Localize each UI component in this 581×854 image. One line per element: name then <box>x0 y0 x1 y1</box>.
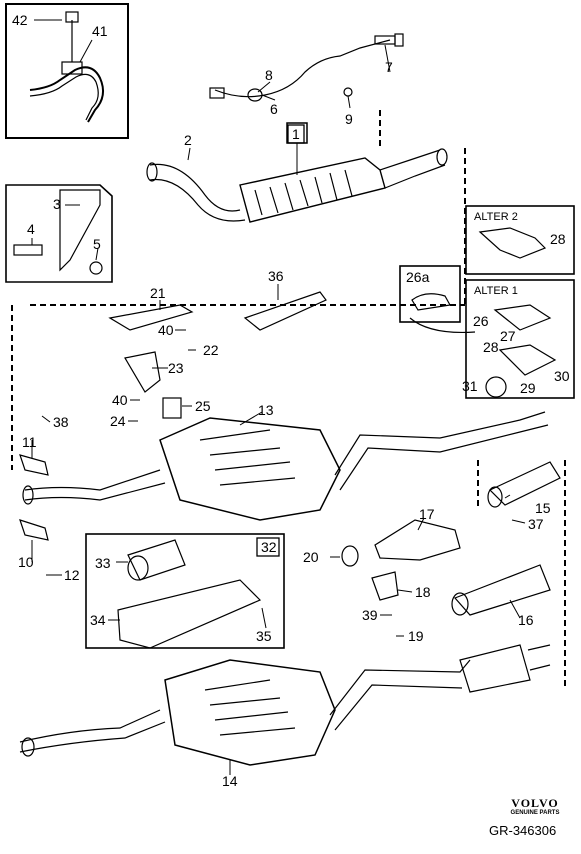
part-label: 9 <box>345 111 353 127</box>
part-label: 17 <box>419 506 435 522</box>
part-label: 22 <box>203 342 219 358</box>
heat-shield <box>371 519 461 601</box>
part-label: 37 <box>528 516 544 532</box>
part-label: 28 <box>483 339 499 355</box>
catalytic-converter <box>146 122 448 223</box>
part-label: 32 <box>261 539 277 555</box>
alter-label: ALTER 2 <box>474 211 518 223</box>
part-label: 42 <box>12 12 28 28</box>
part-label: 31 <box>462 378 478 394</box>
part-label: 20 <box>303 549 319 565</box>
alter-1-box <box>409 279 575 399</box>
part-label: 35 <box>256 628 272 644</box>
part-label: 23 <box>168 360 184 376</box>
part-label: 24 <box>110 413 126 429</box>
middle-muffler <box>22 411 549 521</box>
part-label: 10 <box>18 554 34 570</box>
inset-box-tailpipe <box>85 533 285 649</box>
part-label: 18 <box>415 584 431 600</box>
part-label: 12 <box>64 567 80 583</box>
part-label: 19 <box>408 628 424 644</box>
part-label: 21 <box>150 285 166 301</box>
part-label: 13 <box>258 402 274 418</box>
part-label: 29 <box>520 380 536 396</box>
part-label: 41 <box>92 23 108 39</box>
leader-lines <box>31 19 526 775</box>
inset-box-bracket <box>5 184 113 283</box>
brand-subtitle: GENUINE PARTS <box>510 810 560 816</box>
part-label: 8 <box>265 67 273 83</box>
part-26a-box <box>399 265 461 323</box>
inset-box-clamp <box>5 3 129 139</box>
label-boxes <box>256 124 305 557</box>
part-label: 3 <box>53 196 61 212</box>
part-label: 7 <box>385 59 393 75</box>
part-label: 15 <box>535 500 551 516</box>
part-label: 40 <box>158 322 174 338</box>
part-label: 1 <box>292 126 300 142</box>
tail-tips <box>451 461 561 616</box>
rear-muffler <box>19 644 551 766</box>
part-label: 5 <box>93 236 101 252</box>
alter-2-box <box>465 205 575 275</box>
brand-logo: VOLVO <box>511 796 559 810</box>
part-labels: 42 41 7 8 6 9 2 1 3 4 5 36 21 40 22 23 4… <box>12 12 570 789</box>
part-label: 27 <box>500 328 516 344</box>
dashed-connectors <box>11 110 566 690</box>
part-label: 38 <box>53 414 69 430</box>
part-label: 39 <box>362 607 378 623</box>
part-label: 30 <box>554 368 570 384</box>
part-label: 4 <box>27 221 35 237</box>
oxygen-sensor <box>209 33 404 102</box>
part-label: 28 <box>550 231 566 247</box>
reference-code: GR-346306 <box>489 823 557 838</box>
part-label: 33 <box>95 555 111 571</box>
part-label: 34 <box>90 612 106 628</box>
part-label: 14 <box>222 773 238 789</box>
part-label: 36 <box>268 268 284 284</box>
part-label: 25 <box>195 398 211 414</box>
alter-label: ALTER 1 <box>474 285 518 297</box>
part-label: 26 <box>473 313 489 329</box>
part-label: 16 <box>518 612 534 628</box>
part-label: 2 <box>184 132 192 148</box>
part-label: 26a <box>406 269 430 285</box>
part-label: 6 <box>270 101 278 117</box>
part-label: 40 <box>112 392 128 408</box>
clamp-parts <box>19 454 49 541</box>
part-label: 11 <box>22 434 37 450</box>
mounting-brackets <box>108 291 507 567</box>
